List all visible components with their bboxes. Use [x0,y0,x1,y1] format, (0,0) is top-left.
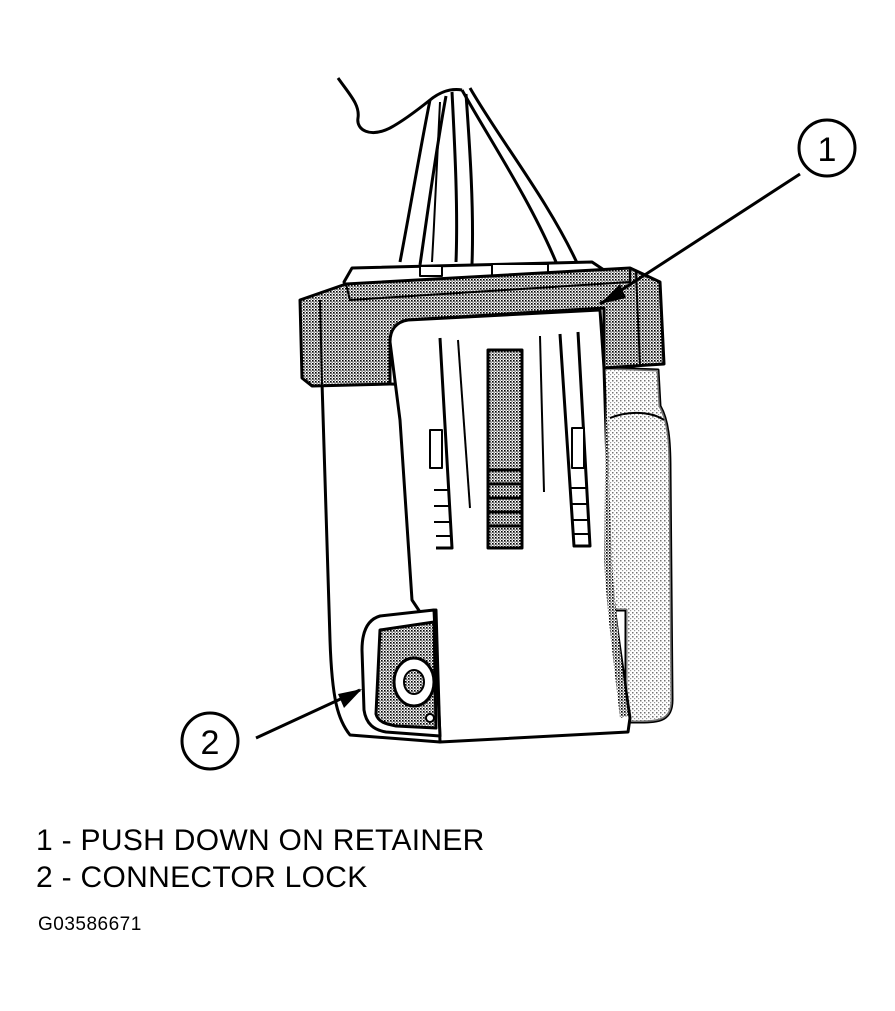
figure-id: G03586671 [38,914,142,935]
connector-lock [360,608,442,738]
legend-item-push-down-on-retainer: 1 - PUSH DOWN ON RETAINER [36,824,485,857]
leader-arrowheads [338,284,626,708]
leader-line-1 [599,172,801,306]
arrowhead-1 [600,284,626,304]
callout-1: 1 [797,118,857,178]
arrowhead-2 [338,689,362,708]
wire-harness [336,77,580,266]
legend-item-connector-lock: 2 - CONNECTOR LOCK [36,861,368,894]
callout-1-number: 1 [818,131,837,169]
retainer-front-plate [388,308,632,744]
callout-2-number: 2 [201,724,220,762]
callout-2: 2 [180,711,240,771]
legend: 1 - PUSH DOWN ON RETAINER 2 - CONNECTOR … [36,822,485,896]
